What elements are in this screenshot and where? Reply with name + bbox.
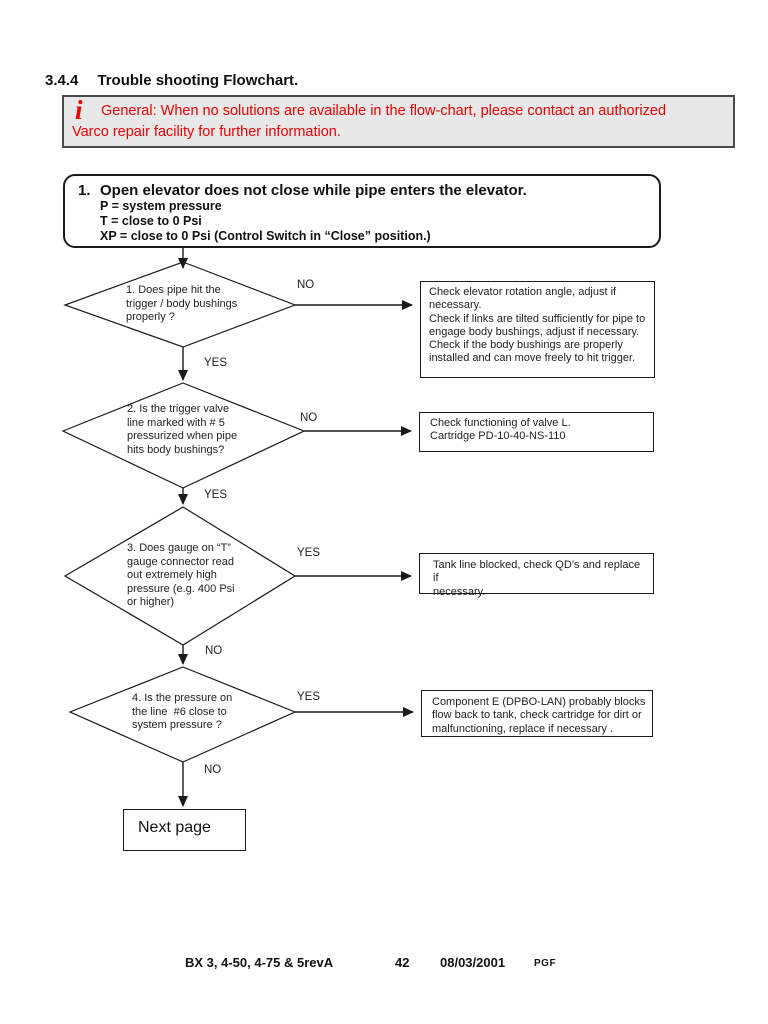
branch-label-yes-3: YES xyxy=(297,547,321,559)
page-title: Trouble shooting Flowchart. xyxy=(97,72,299,89)
decision-3-question: 3. Does gauge on “T” gauge connector rea… xyxy=(127,542,235,608)
footer-document-id: BX 3, 4-50, 4-75 & 5revA xyxy=(185,955,334,970)
branch-label-no-4: NO xyxy=(204,764,222,776)
action-box-4: Component E (DPBO-LAN) probably blocks f… xyxy=(421,690,653,737)
branch-label-no-2: NO xyxy=(300,412,318,424)
branch-label-yes-2: YES xyxy=(204,489,228,501)
branch-label-no-3: NO xyxy=(205,645,223,657)
decision-2-question: 2. Is the trigger valve line marked with… xyxy=(127,403,238,456)
action-box-3: Tank line blocked, check QD’s and replac… xyxy=(419,553,654,598)
info-note-text: General: When no solutions are available… xyxy=(72,103,667,140)
footer-date: 08/03/2001 xyxy=(440,955,506,970)
next-page-box: Next page xyxy=(123,809,246,851)
footer-initials: PGF xyxy=(534,958,557,969)
branch-label-no-1: NO xyxy=(297,279,315,291)
branch-label-yes-4: YES xyxy=(297,691,321,703)
section-heading: 3.4.4 Trouble shooting Flowchart. xyxy=(45,72,298,89)
action-box-1: Check elevator rotation angle, adjust if… xyxy=(420,281,655,378)
section-number: 3.4.4 xyxy=(45,72,79,89)
flow-start-box: 1. Open elevator does not close while pip… xyxy=(63,174,661,248)
flow-start-title: 1. Open elevator does not close while pip… xyxy=(78,182,659,199)
footer-page-number: 42 xyxy=(395,955,410,970)
flow-start-legend: P = system pressure T = close to 0 Psi X… xyxy=(100,199,431,243)
action-box-2: Check functioning of valve L. Cartridge … xyxy=(419,412,654,452)
flow-start-title-text: Open elevator does not close while pipe … xyxy=(100,182,527,199)
flow-start-number: 1. xyxy=(78,182,91,199)
decision-1-question: 1. Does pipe hit the trigger / body bush… xyxy=(126,284,238,323)
decision-4-question: 4. Is the pressure on the line #6 close … xyxy=(132,692,233,731)
branch-label-yes-1: YES xyxy=(204,357,228,369)
info-note: i General: When no solutions are availab… xyxy=(62,95,735,148)
info-icon: i xyxy=(75,95,83,125)
page-footer: BX 3, 4-50, 4-75 & 5revA 42 08/03/2001 P… xyxy=(0,955,768,975)
